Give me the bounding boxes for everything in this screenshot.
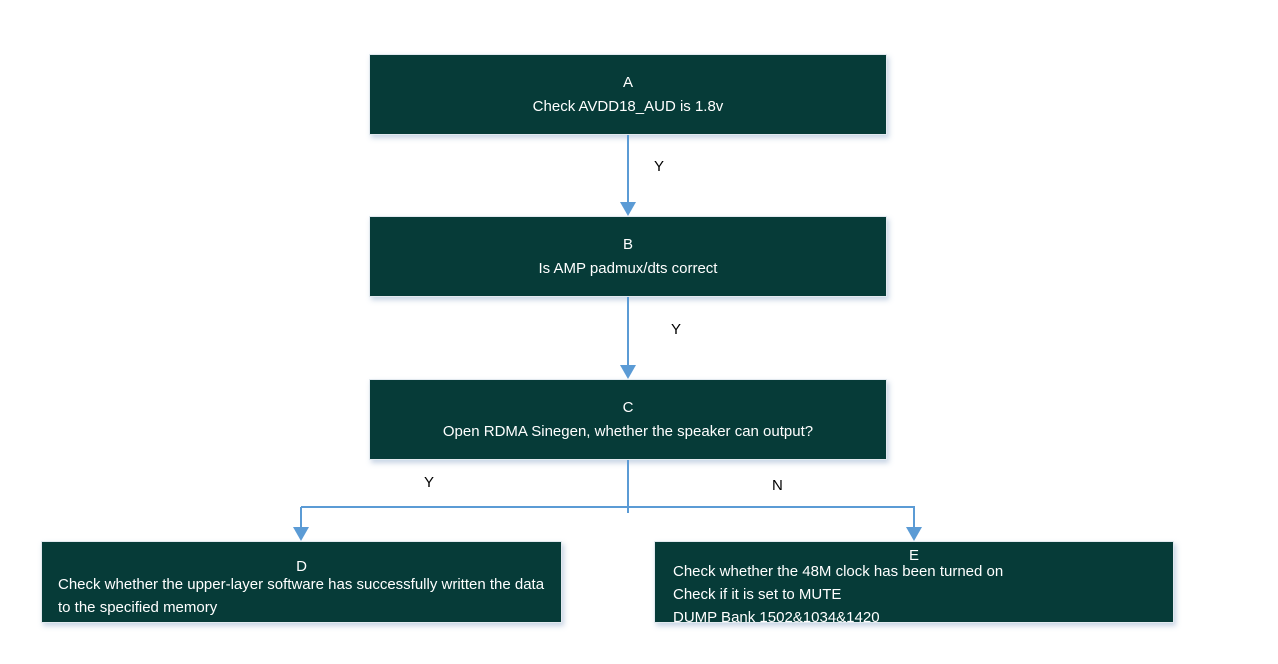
node-a-label: A [622, 73, 633, 91]
node-e-line-1: Check whether the 48M clock has been tur… [673, 563, 1004, 580]
connector-b-c-line [627, 297, 629, 367]
flow-node-e: E Check whether the 48M clock has been t… [654, 541, 1174, 626]
node-b-text: Is AMP padmux/dts correct [538, 259, 718, 277]
connector-branch-horizontal-line [301, 506, 915, 508]
arrowhead-a-b-icon [620, 202, 636, 216]
flow-node-b: B Is AMP padmux/dts correct [369, 216, 887, 297]
node-c-label: C [622, 398, 634, 416]
node-a-text: Check AVDD18_AUD is 1.8v [532, 97, 724, 115]
arrowhead-c-d-icon [293, 527, 309, 541]
connector-c-e-line [913, 507, 915, 530]
arrowhead-c-e-icon [906, 527, 922, 541]
arrowhead-b-c-icon [620, 365, 636, 379]
connector-c-stem-line [627, 460, 629, 513]
flow-node-a: A Check AVDD18_AUD is 1.8v [369, 54, 887, 135]
edge-label-b-c: Y [671, 321, 682, 338]
node-e-line-2: Check if it is set to MUTE [673, 586, 842, 603]
edge-label-a-b: Y [654, 158, 665, 175]
flow-node-c: C Open RDMA Sinegen, whether the speaker… [369, 379, 887, 460]
edge-label-c-d: Y [424, 474, 435, 491]
node-c-text: Open RDMA Sinegen, whether the speaker c… [442, 422, 814, 440]
connector-a-b-line [627, 135, 629, 205]
edge-label-c-e: N [772, 477, 783, 494]
node-b-label: B [622, 235, 633, 253]
node-e-line-3: DUMP Bank 1502&1034&1420 [673, 609, 880, 626]
node-e-label: E [908, 547, 919, 564]
connector-c-d-line [300, 507, 302, 530]
node-d-label: D [296, 558, 307, 575]
node-d-text: Check whether the upper-layer software h… [58, 576, 545, 616]
flow-node-d: D Check whether the upper-layer software… [41, 541, 562, 623]
node-e-text: Check whether the 48M clock has been tur… [655, 542, 1173, 629]
